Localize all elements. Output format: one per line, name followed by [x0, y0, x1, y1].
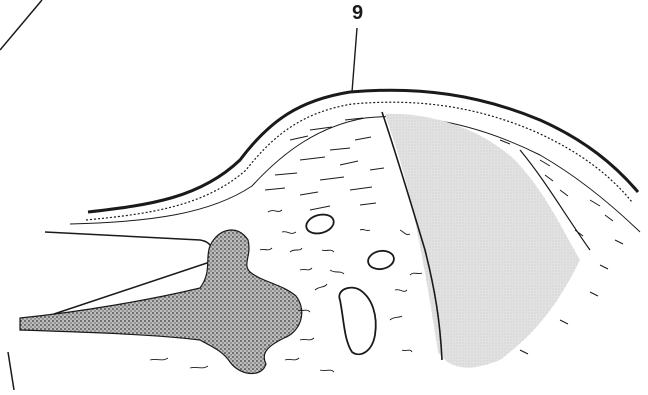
label-9: 9 [352, 2, 363, 25]
corner-line-bottom-left [8, 352, 14, 390]
corner-line-top-left [0, 0, 42, 50]
label-9-leader [352, 28, 357, 92]
outer-membrane [88, 90, 638, 212]
gray-region [385, 114, 580, 368]
cavity-oval-2 [367, 249, 396, 271]
fibrous-zone [265, 118, 384, 210]
cavity-oval-1 [304, 212, 336, 237]
cavity-tall [339, 288, 375, 355]
